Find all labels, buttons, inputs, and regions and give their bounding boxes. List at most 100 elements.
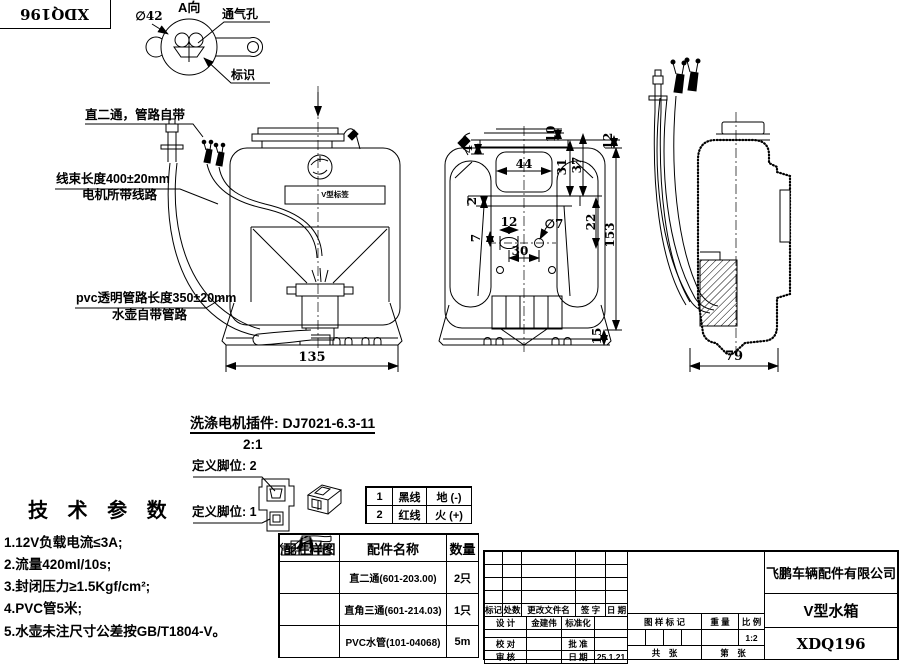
pin-row: 2 红线 火 (+) [366,505,472,524]
weight-value [701,629,739,646]
fitting-annotation: 直二通，管路自带 [85,108,186,122]
stamp-empty-area [626,551,766,614]
rev-header-filename: 更改文件名 [521,603,576,617]
tech-param-3: 3.封闭压力≥1.5Kgf/cm²; [4,579,151,594]
flipped-drawing-number: XDQ196 [20,5,90,23]
sig-cell [526,629,562,638]
rev-cell [484,564,503,578]
stamp-scale-table: 图 样 标 记 重 量 比 例 1:2 共 张 第 张 [626,551,766,660]
tech-param-5: 5.水壶未注尺寸公差按GB/T1804-V。 [4,624,227,639]
sig-cell [526,650,562,664]
dim-135: 135 [298,350,326,365]
dim-12-slot: 12 [500,215,518,229]
sig-cell [594,629,628,638]
pin-table-grid: 1 黑线 地 (-) 2 红线 火 (+) [366,487,472,524]
rear-view-tank [438,126,622,352]
parts-header-qty: 数量 [446,534,479,562]
dim-7: 7 [469,233,483,243]
tank-label-plate: V型标签 [321,190,349,199]
pin-no: 2 [366,505,393,524]
tech-param-1: 1.12V负载电流≤3A; [4,535,123,550]
date-label: 日 期 [561,650,595,664]
dim-153: 153 [603,222,617,248]
title-block: 标记 处数 更改文件名 签 字 日 期 设 计 金建伟 标准化 校 对 批 准 … [483,550,899,664]
parts-row: PVC水管(101-04068) 5m [279,535,479,658]
rev-cell [605,577,628,591]
sig-cell [484,629,527,638]
connector-iso-view [306,484,343,515]
pvc-annotation-line2: 水壶自带管路 [112,308,188,322]
side-view-tank [648,57,792,372]
washer-motor-connector-title: 洗涤电机插件: DJ7021-6.3-11 [190,415,376,435]
check-label: 校 对 [484,637,527,651]
revision-table: 标记 处数 更改文件名 签 字 日 期 [484,551,628,617]
stamp-cell [681,629,702,646]
vent-hole-label: 通气孔 [222,7,259,21]
tech-params-title: 技 术 参 数 [28,500,174,522]
sig-cell [594,637,628,651]
weight-label: 重 量 [701,613,739,630]
tech-param-2: 2.流量420ml/10s; [4,557,112,572]
rev-header-count: 处数 [502,603,522,617]
harness-annotation-line2: 电机所带线路 [82,188,158,202]
detail-a-cap-view [145,18,270,84]
connector-scale: 2:1 [243,437,263,452]
rev-cell [575,564,606,578]
pin2-definition-label: 定义脚位: 2 [192,459,257,473]
rev-cell [502,564,522,578]
pin-wire: 红线 [392,505,427,524]
part-qty: 2只 [446,561,479,594]
dim-31: 31 [555,158,569,176]
drawing-number: XDQ196 [764,627,898,660]
pin-row: 1 黑线 地 (-) [366,487,472,506]
pin-signal: 地 (-) [426,487,472,506]
rev-cell [484,590,503,604]
part-qty: 1只 [446,593,479,626]
sig-cell [526,637,562,651]
rev-cell [484,577,503,591]
audit-label: 审 核 [484,650,527,664]
pin-signal: 火 (+) [426,505,472,524]
part-name: 直二通(601-203.00) [339,561,447,594]
stamp-cell [645,629,664,646]
dim-12-right: 12 [601,132,615,150]
mark-label: 标识 [231,68,256,82]
straight-union-icon [279,537,340,594]
pin-table: 1 黑线 地 (-) 2 红线 火 (+) [365,486,472,524]
rev-cell [575,590,606,604]
rev-cell [502,590,522,604]
flipped-drawing-number-box: XDQ196 [0,0,111,29]
tee-union-icon [279,535,340,626]
signature-table: 设 计 金建伟 标准化 校 对 批 准 审 核 日 期 25.1.21 [484,616,628,664]
rev-cell [605,551,628,565]
part-name: PVC水管(101-04068) [339,625,447,658]
scale-value: 1:2 [737,629,766,646]
rev-cell [575,551,606,565]
stamp-mark-label: 图 样 标 记 [627,613,702,630]
rev-header-mark: 标记 [484,603,503,617]
part-qty: 5m [446,625,479,658]
dim-10: 10 [544,125,558,143]
audit-date: 25.1.21 [594,650,628,664]
rev-cell [502,577,522,591]
pin-no: 1 [366,487,393,506]
tech-param-4: 4.PVC管5米; [4,601,83,616]
part-name-title: V型水箱 [764,593,898,628]
parts-header-name: 配件名称 [339,534,447,562]
parts-row: 直角三通(601-214.03) 1只 [279,535,479,626]
scale-label: 比 例 [737,613,766,630]
pin1-definition-label: 定义脚位: 1 [192,505,257,519]
parts-table: 配件样图 配件名称 数量 直二通(601-203.00) 2只 直角三通(601… [278,533,479,658]
parts-table-grid: 配件样图 配件名称 数量 直二通(601-203.00) 2只 直角三通(601… [279,534,479,658]
detail-a-title: A向 [178,0,201,15]
dim-30: 30 [511,244,529,258]
connector-front-view [193,476,295,532]
sheet-number-label: 第 张 [700,645,766,660]
rev-cell [521,551,576,565]
pvc-annotation-line1: pvc透明管路长度350±20mm [76,291,237,305]
dim-37: 37 [570,156,584,174]
rev-cell [502,551,522,565]
designer-name: 金建伟 [526,616,562,630]
